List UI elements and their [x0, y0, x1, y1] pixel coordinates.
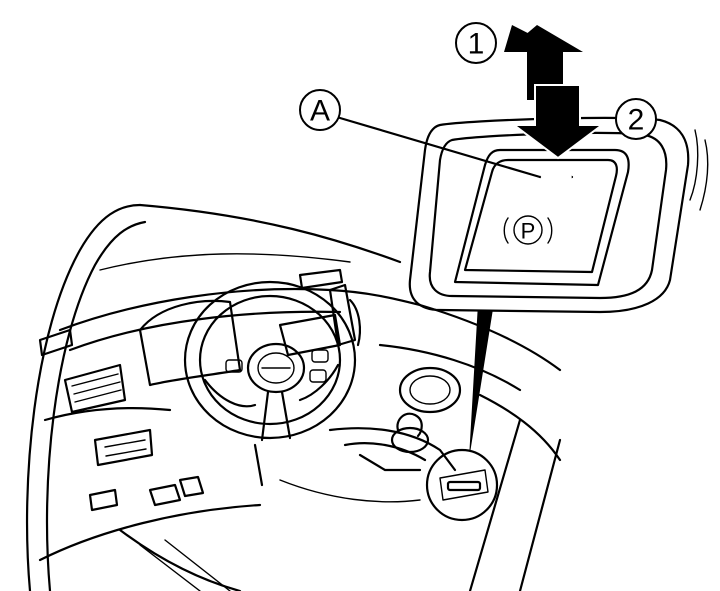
- down-arrow-icon: [511, 84, 605, 160]
- car-interior: [25, 203, 562, 591]
- zoom-leader: [469, 311, 493, 451]
- callout-1: 1: [455, 22, 497, 64]
- parking-brake-icon: P: [503, 215, 553, 245]
- callout-2-label: 2: [628, 104, 645, 137]
- parking-brake-switch: P: [453, 148, 630, 287]
- zoom-inset: P: [408, 116, 709, 314]
- callout-a-leader: [338, 116, 542, 179]
- steering-wheel-icon: [183, 280, 357, 442]
- callout-2: 2: [615, 98, 657, 140]
- callout-a: A: [299, 89, 341, 131]
- callout-a-label: A: [310, 95, 330, 128]
- callout-1-label: 1: [468, 28, 485, 61]
- up-arrow-icon: [504, 25, 583, 100]
- switch-symbol: P: [521, 219, 536, 244]
